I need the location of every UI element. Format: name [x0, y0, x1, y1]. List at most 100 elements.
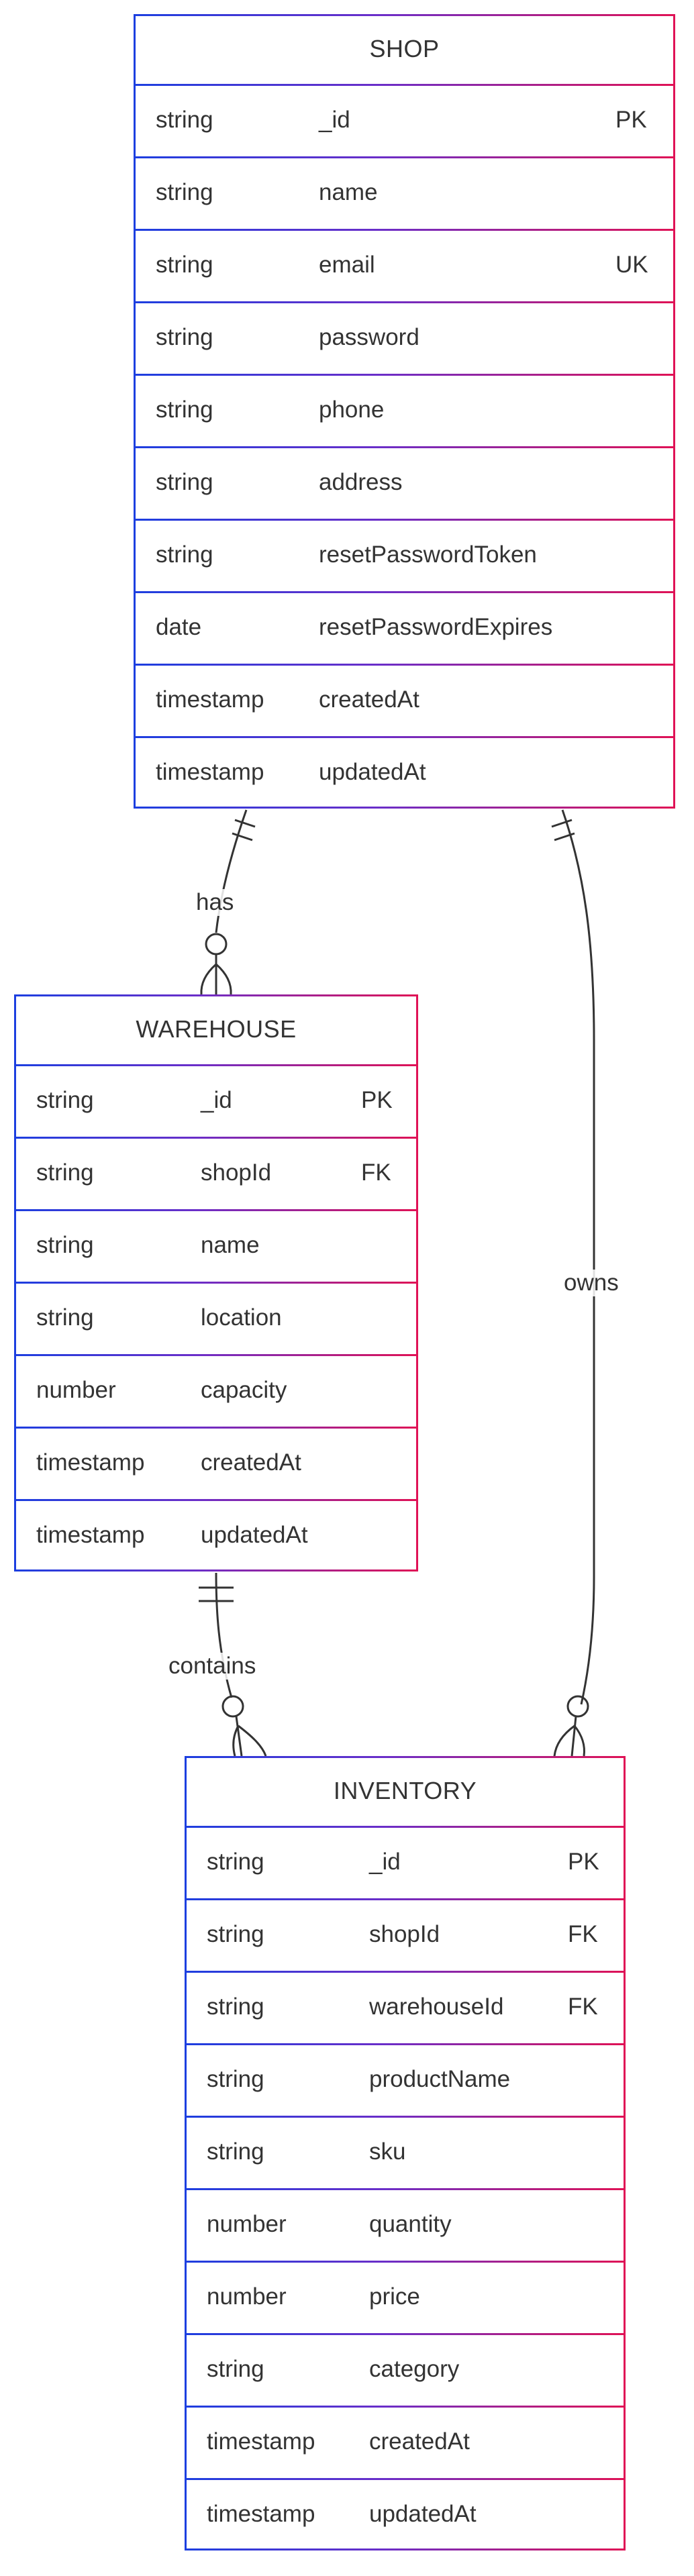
attribute-row: string email UK [134, 229, 675, 299]
attribute-type: string [207, 1921, 264, 1947]
attribute-type: string [156, 107, 213, 133]
row-divider [134, 229, 675, 231]
attribute-type: timestamp [36, 1522, 145, 1548]
attribute-name: name [319, 179, 378, 205]
attribute-row: string name [14, 1209, 418, 1279]
attribute-key: PK [568, 1849, 599, 1875]
attribute-name: name [201, 1232, 260, 1258]
one-marker [234, 819, 256, 828]
attribute-type: string [36, 1304, 94, 1331]
attribute-type: string [156, 542, 213, 568]
attribute-type: string [207, 1849, 264, 1875]
attribute-key: PK [615, 107, 647, 133]
many-marker [553, 1716, 585, 1757]
attribute-row: string _id PK [134, 84, 675, 154]
attribute-type: string [156, 397, 213, 423]
attribute-type: string [156, 324, 213, 350]
attribute-type: timestamp [36, 1449, 145, 1476]
attribute-key: FK [568, 1994, 598, 2020]
attribute-row: timestamp createdAt [134, 664, 675, 733]
attribute-type: timestamp [207, 2428, 315, 2455]
attribute-name: updatedAt [201, 1522, 308, 1548]
attribute-name: password [319, 324, 419, 350]
attribute-name: updatedAt [319, 759, 426, 785]
attribute-name: phone [319, 397, 385, 423]
attribute-name: createdAt [369, 2428, 470, 2455]
attribute-key: PK [361, 1087, 393, 1113]
attribute-name: _id [319, 107, 350, 133]
attribute-key: FK [361, 1160, 391, 1186]
attribute-name: location [201, 1304, 282, 1331]
attribute-type: timestamp [156, 759, 264, 785]
attribute-name: capacity [201, 1377, 287, 1403]
attribute-type: string [36, 1232, 94, 1258]
attribute-key: UK [615, 252, 648, 278]
one-marker [554, 832, 575, 841]
one-marker [232, 832, 253, 841]
relationship-line-contains [215, 1572, 233, 1698]
row-divider [134, 446, 675, 448]
attribute-type: string [36, 1087, 94, 1113]
attribute-name: price [369, 2283, 420, 2310]
attribute-name: email [319, 252, 375, 278]
attribute-name: quantity [369, 2211, 452, 2237]
attribute-type: timestamp [207, 2501, 315, 2527]
relationship-line-owns [561, 809, 595, 1705]
many-marker [200, 954, 232, 995]
attribute-key: FK [568, 1921, 598, 1947]
attribute-type: string [156, 179, 213, 205]
attribute-type: number [207, 2283, 287, 2310]
attribute-name: resetPasswordToken [319, 542, 537, 568]
one-marker [551, 819, 573, 828]
attribute-row: string sku [185, 2116, 626, 2185]
zero-marker [205, 933, 228, 956]
attribute-name: _id [369, 1849, 401, 1875]
attribute-row: string shopId FK [14, 1137, 418, 1206]
attribute-row: string name [134, 156, 675, 226]
attribute-name: createdAt [201, 1449, 301, 1476]
zero-marker [566, 1695, 589, 1718]
attribute-type: number [36, 1377, 116, 1403]
attribute-name: address [319, 469, 403, 495]
attribute-type: string [36, 1160, 94, 1186]
row-divider [134, 156, 675, 158]
attribute-row: timestamp updatedAt [185, 2478, 626, 2548]
attribute-row: string password [134, 301, 675, 371]
attribute-name: warehouseId [369, 1994, 504, 2020]
attribute-row: number price [185, 2261, 626, 2330]
attribute-name: shopId [201, 1160, 272, 1186]
attribute-row: timestamp updatedAt [134, 736, 675, 806]
attribute-name: updatedAt [369, 2501, 477, 2527]
attribute-name: sku [369, 2139, 406, 2165]
entity-title: SHOP [369, 35, 440, 62]
attribute-row: number quantity [185, 2188, 626, 2258]
attribute-name: shopId [369, 1921, 440, 1947]
attribute-type: string [207, 2139, 264, 2165]
relationship-label-owns: owns [562, 1270, 620, 1296]
entity-title: INVENTORY [333, 1777, 477, 1804]
attribute-type: timestamp [156, 686, 264, 713]
relationship-label-contains: contains [167, 1653, 258, 1680]
attribute-row: string _id PK [185, 1826, 626, 1896]
attribute-type: number [207, 2211, 287, 2237]
attribute-type: string [207, 2066, 264, 2092]
row-divider [134, 374, 675, 376]
relationship-line-has [215, 809, 248, 933]
attribute-name: resetPasswordExpires [319, 614, 553, 640]
attribute-type: string [156, 252, 213, 278]
attribute-name: createdAt [319, 686, 419, 713]
attribute-row: string phone [134, 374, 675, 444]
attribute-row: string shopId FK [185, 1898, 626, 1968]
zero-marker [221, 1695, 244, 1718]
relationship-label-has: has [195, 889, 236, 916]
